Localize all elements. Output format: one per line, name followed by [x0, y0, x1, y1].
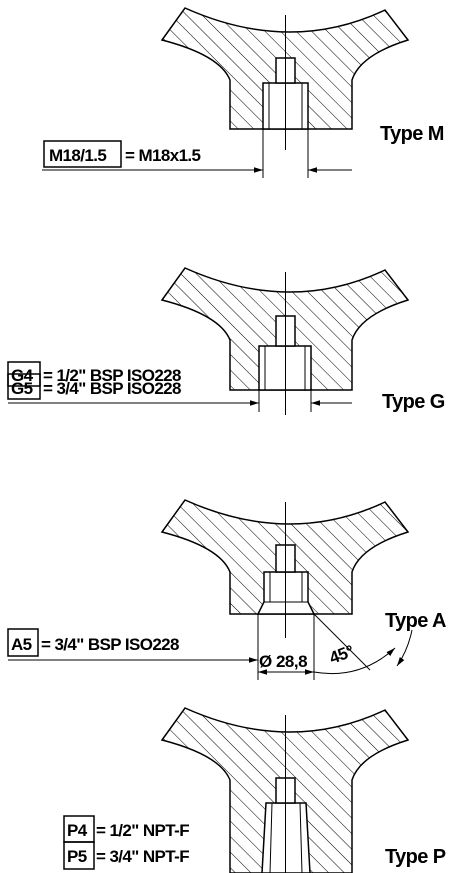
- type-a-label: Type A: [385, 610, 446, 632]
- code-box-m18: [43, 140, 122, 168]
- code-box-p5: [63, 841, 95, 870]
- code-m18: M18/1.5: [49, 146, 106, 165]
- knob-section-type-p: P4 = 1/2" NPT-F P5 = 3/4" NPT-F Type P: [63, 707, 446, 873]
- type-m-label: Type M: [380, 123, 444, 145]
- code-a5: A5: [11, 635, 32, 654]
- desc-p4: = 1/2" NPT-F: [96, 821, 189, 840]
- diameter-label: Ø 28,8: [259, 652, 307, 671]
- code-p4: P4: [67, 821, 88, 840]
- angle-label: 45°: [327, 641, 357, 667]
- knob-section-type-a: A5 = 3/4" BSP ISO228 Ø 28,8 45° Type A: [7, 499, 447, 680]
- angle-arc-type-a: [313, 647, 396, 675]
- type-p-label: Type P: [385, 846, 446, 868]
- code-g5: G5: [11, 379, 33, 398]
- code-p5: P5: [67, 847, 87, 866]
- type-g-label: Type G: [382, 391, 445, 413]
- code-g4: G4: [11, 366, 34, 385]
- desc-m18: = M18x1.5: [125, 146, 201, 165]
- code-box-a5: [7, 628, 39, 657]
- desc-g5: = 3/4" BSP ISO228: [43, 379, 181, 398]
- leader-type-a: [396, 629, 413, 667]
- knob-section-type-m: M18/1.5 = M18x1.5 Type M: [42, 7, 444, 178]
- desc-g4: = 1/2" BSP ISO228: [43, 366, 181, 385]
- desc-p5: = 3/4" NPT-F: [96, 847, 189, 866]
- desc-a5: = 3/4" BSP ISO228: [41, 635, 179, 654]
- knob-section-type-g: G4 = 1/2" BSP ISO228 G5 = 3/4" BSP ISO22…: [7, 267, 445, 415]
